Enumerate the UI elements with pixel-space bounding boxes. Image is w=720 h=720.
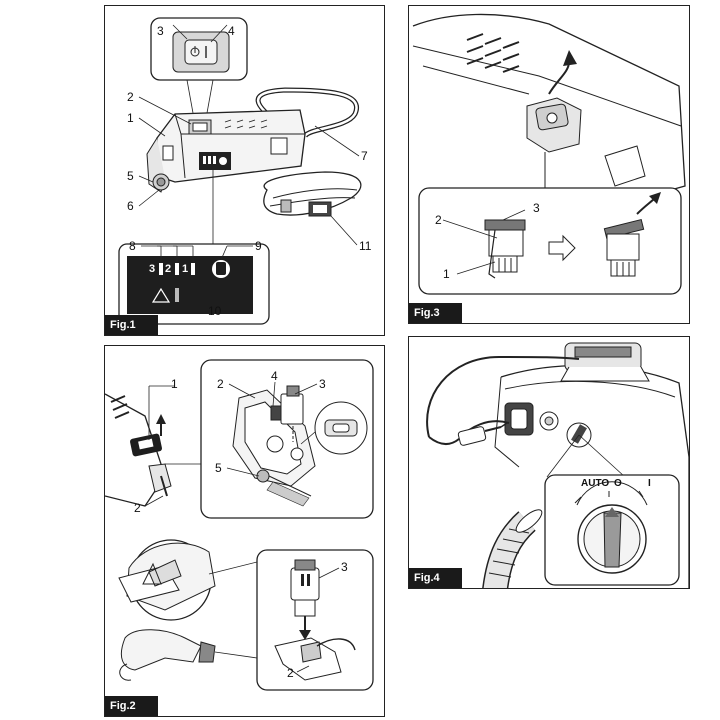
figure-1-panel: 3 4 2 1 5 6 7 8 9 10 11 3 2 1 Fig.1	[104, 5, 385, 336]
callout-2: 2	[435, 213, 442, 227]
switch-position-on: I	[648, 478, 651, 489]
callout-1: 1	[171, 377, 178, 391]
callout-3: 3	[533, 201, 540, 215]
indicator-level-1: 1	[182, 263, 189, 275]
callout-2: 2	[217, 377, 224, 391]
arrow-right-icon	[548, 234, 576, 262]
figure-3-label: Fig.3	[409, 303, 462, 323]
arrow-up-icon	[563, 50, 577, 66]
callout-3: 3	[341, 560, 348, 574]
indicator-level-2: 2	[165, 263, 172, 275]
callout-1: 1	[443, 267, 450, 281]
figure-4-drawing	[426, 342, 689, 588]
callout-4: 4	[228, 24, 235, 38]
callout-8: 8	[129, 239, 136, 253]
callout-9: 9	[255, 239, 262, 253]
figure-2-label: Fig.2	[105, 696, 158, 716]
indicator-level-3: 3	[149, 263, 156, 275]
callout-2: 2	[127, 90, 134, 104]
switch-position-auto: AUTO	[581, 478, 610, 489]
callout-3: 3	[319, 377, 326, 391]
callout-3: 3	[157, 24, 164, 38]
figure-1-label: Fig.1	[105, 315, 158, 335]
callout-10: 10	[208, 304, 222, 318]
switch-position-off: O	[614, 478, 622, 489]
callout-5: 5	[215, 461, 222, 475]
figure-2-panel: 1 2 2 4 3 5 3 2 Fig.2	[104, 345, 385, 717]
figure-2-drawing	[105, 359, 374, 691]
callout-2: 2	[287, 666, 294, 680]
figure-1-drawing	[118, 17, 362, 325]
figure-3-drawing	[412, 13, 686, 295]
callout-4: 4	[271, 369, 278, 383]
figure-4-label: Fig.4	[409, 568, 462, 588]
callout-7: 7	[361, 149, 368, 163]
figure-4-panel: AUTO O I Fig.4	[408, 336, 690, 589]
callout-5: 5	[127, 169, 134, 183]
callout-2: 2	[134, 501, 141, 515]
figure-3-panel: 3 2 1 Fig.3	[408, 5, 690, 324]
callout-1: 1	[127, 111, 134, 125]
callout-11: 11	[359, 239, 372, 253]
callout-6: 6	[127, 199, 134, 213]
